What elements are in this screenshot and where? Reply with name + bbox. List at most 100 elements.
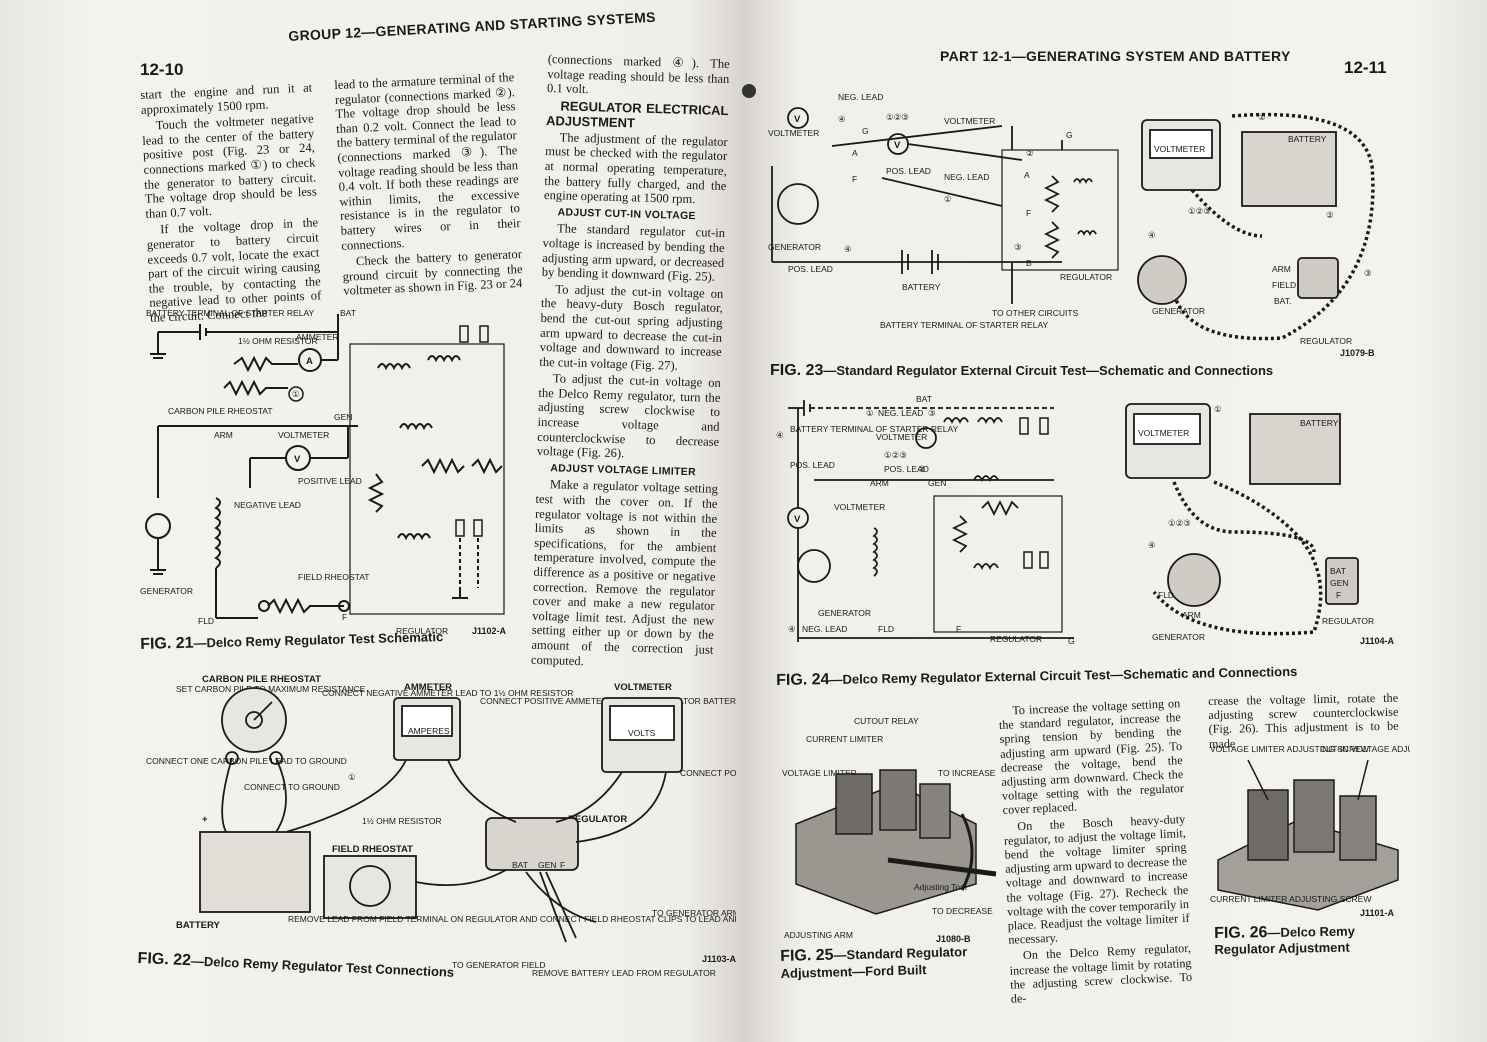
fig23-label: VOLTMETER [944, 116, 995, 126]
fig24-label: POS. LEAD [790, 460, 835, 470]
fig24-caption-text: —Delco Remy Regulator External Circuit T… [829, 663, 1298, 688]
fig22-label: FIELD RHEOSTAT [332, 844, 413, 855]
fig22-label: REGULATOR [568, 814, 627, 825]
fig22-label: TO GENERATOR FIELD [452, 960, 546, 970]
fig21-label: FIELD RHEOSTAT [298, 572, 369, 582]
fig24-label: FLD [878, 624, 894, 634]
right-page: PART 12-1—GENERATING SYSTEM AND BATTERY … [742, 0, 1487, 1042]
fig26-caption-num: FIG. 26 [1213, 924, 1268, 942]
fig24-label: G [1068, 636, 1075, 646]
fig22-label: REMOVE BATTERY LEAD FROM REGULATOR [532, 968, 716, 978]
fig24-code: J1104-A [1360, 636, 1395, 646]
fig22-label: 1½ OHM RESISTOR [362, 816, 442, 826]
fig23-label: V [794, 114, 801, 125]
fig24-label: GENERATOR [1152, 632, 1205, 642]
fig22-label: CONNECT POSITIVE VOLTMETER LEAD TO GENER… [680, 768, 736, 778]
fig24-schematic: BAT ① NEG. LEAD ③ ④ BATTERY TERMINAL OF … [774, 392, 1414, 654]
fig25-label: ADJUSTING ARM [784, 930, 853, 940]
fig21-label: REGULATOR [396, 626, 448, 636]
fig24-label: NEG. LEAD [878, 408, 923, 418]
fig21-label: VOLTMETER [278, 430, 329, 440]
fig24-label: ② [918, 464, 926, 474]
fig25-caption: FIG. 25—Standard Regulator Adjustment—Fo… [780, 943, 981, 982]
fig26-code: J1101-A [1360, 908, 1395, 918]
fig21-code: J1102-A [472, 626, 507, 636]
fig22-label: AMPERES [408, 726, 450, 736]
fig24-label: BATTERY [1300, 418, 1339, 428]
fig22-label: CONNECT NEGATIVE AMMETER LEAD TO 1½ OHM … [322, 688, 573, 698]
fig24-label: REGULATOR [990, 634, 1042, 644]
fig24-label: GEN [1330, 578, 1348, 588]
fig22-label: F [560, 860, 565, 870]
fig23-label: TO OTHER CIRCUITS [992, 308, 1079, 318]
fig22-label: BATTERY [176, 920, 220, 931]
fig22-label: SET CARBON PILE TO MAXIMUM RESISTANCE [176, 684, 366, 694]
fig24-label: REGULATOR [1322, 616, 1374, 626]
fig26-label: VOLTAGE LIMITER ADJUSTING SCREW [1210, 744, 1369, 754]
fig24-caption: FIG. 24—Delco Remy Regulator External Ci… [776, 663, 1297, 690]
fig24-label: NEG. LEAD [802, 624, 847, 634]
left-page: 12-10 GROUP 12—GENERATING AND STARTING S… [0, 0, 742, 1042]
right-page-number: 12-11 [1344, 58, 1387, 77]
fig22-label: ① [348, 772, 356, 782]
fig22-label: VOLTS [628, 728, 656, 738]
fig23-label: ② [1326, 210, 1334, 220]
fig23-label: A [1024, 170, 1030, 180]
fig21-label: GENERATOR [140, 586, 193, 596]
paragraph: (connections marked ④). The voltage read… [546, 52, 730, 97]
fig21-schematic: BATTERY TERMINAL OF STARTER RELAY BAT 1½… [138, 298, 528, 638]
fig24-label: ARM [870, 478, 889, 488]
fig22-label: CONNECT TO GROUND [244, 782, 340, 792]
fig23-label: GENERATOR [768, 242, 821, 252]
fig22-label: CONNECT ONE CARBON PILE LEAD TO GROUND [146, 756, 347, 766]
fig23-label: ② [1026, 148, 1034, 158]
fig22-label: GEN [538, 860, 556, 870]
fig23-label: GENERATOR [1152, 306, 1205, 316]
paragraph: On the Bosch heavy-duty regulator, to ad… [1003, 811, 1190, 948]
paragraph: The adjustment of the regulator must be … [543, 130, 728, 207]
fig23-label: NEG. LEAD [838, 92, 883, 102]
fig22-code: J1103-A [702, 954, 736, 964]
fig24-label: POS. LEAD [884, 464, 929, 474]
paragraph: start the engine and run it at approxima… [140, 80, 313, 117]
fig21-label: ARM [214, 430, 233, 440]
paragraph: To increase the voltage setting on the s… [998, 696, 1185, 818]
fig26-caption: FIG. 26—Delco Remy Regulator Adjustment [1214, 923, 1415, 958]
fig26-label: CURRENT LIMITER ADJUSTING SCREW [1210, 894, 1371, 904]
fig23-label: ①②③ [886, 112, 909, 122]
paragraph: Touch the voltmeter negative lead to the… [141, 111, 317, 221]
fig23-label: G [862, 126, 869, 136]
fig23-label: ④ [838, 114, 846, 124]
fig24-label: ARM [1182, 610, 1201, 620]
fig21-label: ① [292, 389, 300, 399]
fig23-label: ①②③ [1188, 206, 1211, 216]
fig23-label: REGULATOR [1060, 272, 1112, 282]
fig25-caption-num: FIG. 25 [780, 946, 834, 965]
fig23-caption-num: FIG. 23 [770, 362, 824, 379]
fig23-label: F [1026, 208, 1031, 218]
fig23-label: NEG. LEAD [944, 172, 989, 182]
fig25-label: TO INCREASE [938, 768, 996, 778]
paragraph: Check the battery to generator ground ci… [342, 247, 523, 299]
fig23-schematic: NEG. LEAD V VOLTMETER ④ ①②③ V VOLTMETER … [762, 86, 1402, 358]
fig24-label: VOLTMETER [1138, 428, 1189, 438]
fig23-label: BATTERY [902, 282, 941, 292]
fig23-label: F [852, 174, 857, 184]
fig24-label: ①②③ [1168, 518, 1191, 528]
fig24-label: F [1336, 590, 1341, 600]
fig25-code: J1080-B [936, 934, 971, 944]
fig21-label: A [306, 356, 313, 367]
fig23-label: ③ [1364, 268, 1372, 278]
fig22-label: TO GENERATOR ARMATURE [652, 908, 736, 918]
fig22-label: REMOVE LEAD FROM FIELD TERMINAL ON REGUL… [288, 914, 736, 924]
fig21-label: CARBON PILE RHEOSTAT [168, 406, 273, 416]
fig24-caption-num: FIG. 24 [776, 671, 830, 689]
fig26-delco-adjustment: VOLTAGE LIMITER ADJUSTING SCREW CUT-IN V… [1208, 740, 1410, 920]
fig23-label: ③ [1014, 242, 1022, 252]
fig23-label: POS. LEAD [788, 264, 833, 274]
fig24-label: FLD [1158, 590, 1174, 600]
right-text-col1: To increase the voltage setting on the s… [998, 696, 1193, 1008]
paragraph: To adjust the cut-in voltage on the heav… [539, 282, 724, 373]
fig24-label: F [956, 624, 961, 634]
fig23-label: B [1026, 258, 1032, 268]
